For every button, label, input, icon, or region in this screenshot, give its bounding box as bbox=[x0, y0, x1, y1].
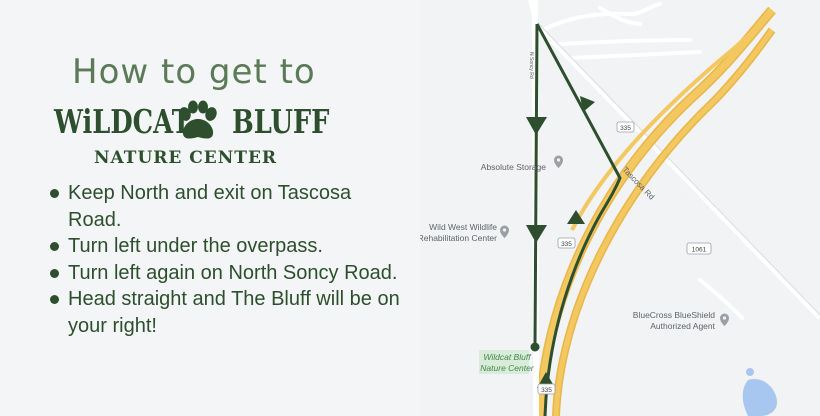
paw-print-icon bbox=[179, 100, 217, 139]
place-label-absolute-storage: Absolute Storage bbox=[481, 162, 546, 172]
soncy-road-label: N Soncy Rd bbox=[528, 52, 534, 79]
place-label-wild-west-line2: Rehabilitation Center bbox=[420, 233, 497, 243]
direction-step: Keep North and exit on Tascosa Road. bbox=[48, 180, 408, 233]
directions-panel: How to get to WiLDCAT BLUFF NATURE CENTE… bbox=[48, 52, 408, 339]
shield-335-top: 335 bbox=[616, 121, 635, 133]
water-dot bbox=[746, 368, 754, 376]
place-label-wild-west-line1: Wild West Wildlife bbox=[429, 222, 497, 232]
shield-335-bottom-label: 335 bbox=[541, 387, 552, 394]
shield-1061: 1061 bbox=[686, 242, 712, 255]
highway-335 bbox=[535, 6, 776, 416]
bullet bbox=[50, 295, 59, 304]
bullet bbox=[50, 242, 59, 251]
place-label-bluecross-line1: BlueCross BlueShield bbox=[633, 310, 715, 320]
direction-step: Head straight and The Bluff will be on y… bbox=[48, 286, 408, 339]
bullet bbox=[50, 189, 59, 198]
direction-step-text: Turn left under the overpass. bbox=[68, 235, 323, 257]
place-label-wildcat-line1: Wildcat Bluff bbox=[483, 352, 532, 362]
logo-word-wildcat: WiLDCAT bbox=[54, 102, 191, 141]
location-pin-icon bbox=[500, 225, 509, 238]
direction-step: Turn left under the overpass. bbox=[48, 233, 408, 260]
route-map: Tascosa Rd N Soncy Rd 335 335 335 1061 A… bbox=[420, 0, 820, 416]
wildcat-bluff-logo: WiLDCAT BLUFF NATURE CENTER bbox=[50, 100, 329, 172]
shield-335-top-label: 335 bbox=[620, 125, 631, 132]
route-arrow-down bbox=[526, 117, 547, 135]
logo-word-bluff: BLUFF bbox=[232, 102, 330, 141]
park-area bbox=[479, 350, 529, 374]
route-arrow-up bbox=[580, 96, 595, 112]
water-body bbox=[742, 378, 778, 416]
route-arrow-down bbox=[526, 225, 547, 243]
direction-step-text: Turn left again on North Soncy Road. bbox=[68, 261, 398, 284]
map-background bbox=[420, 0, 820, 416]
place-label-bluecross-line2: Authorized Agent bbox=[650, 321, 715, 331]
tascosa-road-edge bbox=[537, 22, 820, 316]
route-path bbox=[533, 23, 622, 416]
logo-subtitle: NATURE CENTER bbox=[94, 148, 278, 168]
headline: How to get to bbox=[72, 52, 316, 92]
direction-step-text: Keep North and exit on Tascosa Road. bbox=[68, 182, 352, 231]
direction-step-text: Head straight and The Bluff will be on y… bbox=[68, 288, 400, 337]
directions-list: Keep North and exit on Tascosa Road. Tur… bbox=[48, 180, 408, 339]
location-pin-icon bbox=[554, 155, 563, 168]
location-pin-icon bbox=[720, 313, 729, 326]
shield-335-mid-label: 335 bbox=[561, 241, 572, 248]
place-label-wildcat-line2: Nature Center bbox=[480, 363, 535, 373]
route-arrow-up bbox=[567, 210, 585, 224]
shield-1061-label: 1061 bbox=[692, 247, 707, 254]
tascosa-road bbox=[534, 22, 820, 320]
direction-step: Turn left again on North Soncy Road. bbox=[48, 260, 408, 287]
destination-dot bbox=[530, 342, 540, 352]
bullet bbox=[50, 268, 59, 278]
shield-335-bottom: 335 bbox=[537, 383, 556, 395]
shield-335-mid: 335 bbox=[557, 237, 576, 249]
